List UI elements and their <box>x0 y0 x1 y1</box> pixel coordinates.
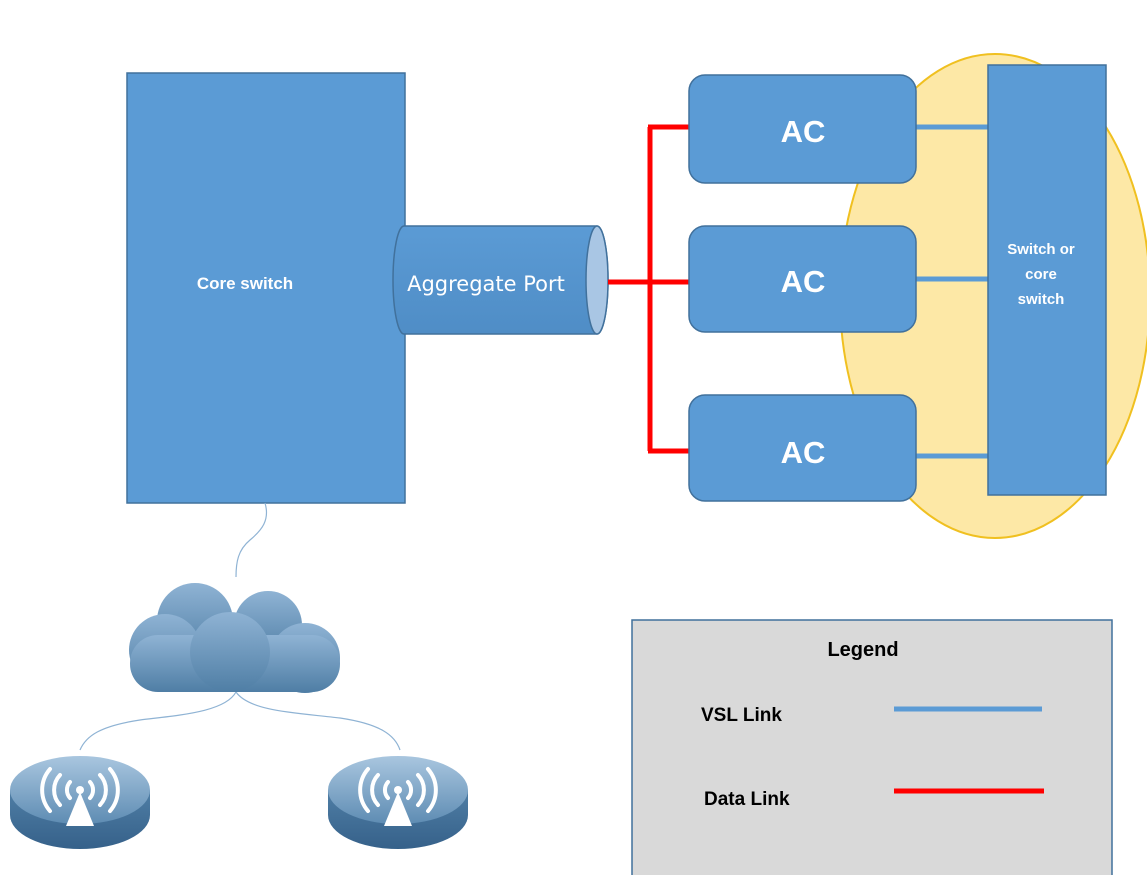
aggregate-port-label: Aggregate Port <box>407 272 565 296</box>
network-connections <box>79 502 401 751</box>
ac-label: AC <box>781 264 826 299</box>
legend-data-label: Data Link <box>704 789 790 810</box>
wireless-ap-icon <box>328 756 468 849</box>
ac-box-3: AC <box>688 394 917 502</box>
legend-title: Legend <box>827 639 898 661</box>
switch-or-core-box <box>987 64 1107 496</box>
aggregate-port: Aggregate Port <box>392 225 609 335</box>
switch-or-core-label-line-2: core <box>1025 266 1057 283</box>
cloud-to-ap-left-link <box>79 691 237 751</box>
data-links <box>608 124 689 454</box>
ac-box-1: AC <box>688 74 917 184</box>
cloud-icon <box>129 583 340 693</box>
vsl-links <box>916 124 988 459</box>
core-switch-label: Core switch <box>197 274 293 293</box>
legend-box <box>631 619 1113 875</box>
core-switch-box <box>126 72 406 504</box>
switch-or-core-label-line-1: Switch or <box>1007 241 1075 258</box>
ac-box-2: AC <box>688 225 917 333</box>
ac-label: AC <box>781 114 826 149</box>
core-to-cloud-link <box>235 502 268 578</box>
cloud-to-ap-right-link <box>235 691 401 751</box>
ac-label: AC <box>781 435 826 470</box>
legend-vsl-label: VSL Link <box>701 705 782 726</box>
wireless-ap-icon <box>10 756 150 849</box>
switch-or-core-label-line-3: switch <box>1018 291 1065 308</box>
legend: Legend VSL Link Data Link <box>631 619 1113 875</box>
